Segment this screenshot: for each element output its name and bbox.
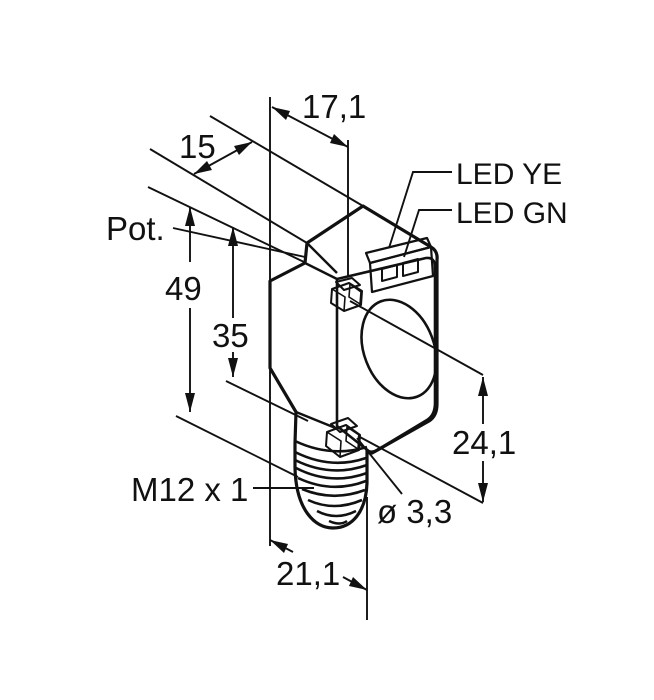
thread-arc <box>295 466 368 480</box>
led-window <box>364 236 435 294</box>
led-yellow-leader <box>388 171 452 249</box>
led-yellow-label: LED YE <box>456 158 562 191</box>
thread-arc <box>294 458 368 472</box>
arrowhead <box>272 107 290 120</box>
hole-diameter-label: ø 3,3 <box>377 493 452 530</box>
extension-line-15-right <box>209 115 364 207</box>
led-yellow-lamp <box>381 264 398 282</box>
thread-arc <box>307 498 363 508</box>
extension-line-24-top <box>349 300 484 376</box>
hex-front <box>325 424 361 458</box>
hex-inner-edges <box>326 431 342 458</box>
arrowhead <box>478 483 488 502</box>
dim-24-1: 24,1 <box>452 377 516 502</box>
led-plate-front <box>368 245 435 294</box>
hole-diameter-leader <box>356 437 403 495</box>
sensor-body <box>268 204 439 530</box>
extension-line-top-reference <box>147 186 305 263</box>
extension-line-24-bottom <box>357 435 484 504</box>
hex-front <box>330 282 363 312</box>
dim-24-1-label: 24,1 <box>452 424 516 461</box>
extension-line-35-bottom <box>225 380 309 422</box>
led-green-lamp <box>402 258 419 277</box>
thread-arc <box>316 509 357 518</box>
arrowhead <box>194 161 212 174</box>
arrowhead <box>478 377 488 396</box>
thread-arc <box>301 487 366 498</box>
hex-top-facet <box>335 277 361 291</box>
arrowhead <box>228 227 238 246</box>
body-bottom-edge <box>295 410 339 431</box>
dim-35: 35 <box>212 227 249 377</box>
arrowhead <box>185 207 195 226</box>
led-green-label: LED GN <box>456 197 568 230</box>
leader-lines <box>172 171 452 495</box>
arrowhead <box>234 142 252 155</box>
arrowhead <box>270 540 288 553</box>
thread-arc <box>297 476 367 489</box>
dim-17-1-label: 17,1 <box>302 88 366 125</box>
hex-inner-edges <box>331 288 346 312</box>
mounting-hole-bottom <box>325 417 361 458</box>
top-face-left-edge <box>306 242 338 274</box>
thread-arc <box>328 519 348 525</box>
thread-arc <box>294 450 367 465</box>
arrowhead <box>330 134 348 147</box>
arrowhead <box>185 393 195 412</box>
dim-49: 49 <box>165 207 202 412</box>
dim-49-label: 49 <box>165 270 202 307</box>
construction-lines <box>147 115 484 620</box>
thread-spec-label: M12 x 1 <box>131 471 248 508</box>
dim-15-label: 15 <box>179 128 216 165</box>
dim-21-1: 21,1 <box>269 539 368 592</box>
dim-21-1-label: 21,1 <box>276 555 340 592</box>
dim-35-label: 35 <box>212 317 249 354</box>
dim-15: 15 <box>179 128 253 175</box>
pot-leader <box>172 227 306 258</box>
arrowhead <box>228 358 238 377</box>
thread-m12 <box>294 450 368 525</box>
led-green-leader <box>403 209 452 258</box>
lens <box>360 298 438 400</box>
hex-light-facet <box>348 283 362 305</box>
arrowhead <box>349 577 367 590</box>
mounting-hole-top <box>330 277 363 312</box>
extension-line-49-bottom <box>175 415 299 478</box>
pot-label: Pot. <box>106 210 165 247</box>
extension-line-15-left <box>149 148 308 244</box>
hex-light-facet <box>345 426 360 450</box>
notch-bottom-edge <box>304 261 338 281</box>
dim-17-1: 17,1 <box>271 88 366 148</box>
